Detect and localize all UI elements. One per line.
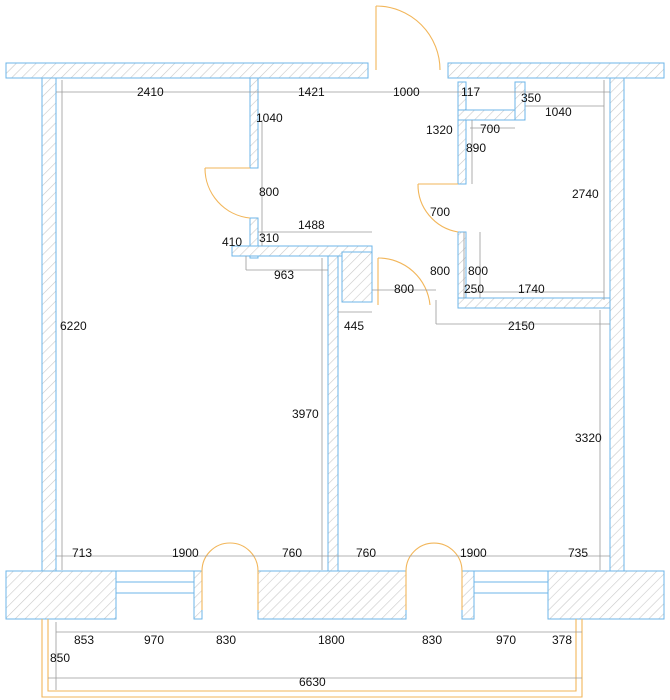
dim-label: 735 — [568, 546, 588, 560]
dim-label: 890 — [466, 141, 486, 155]
bottom-wall-2 — [193, 570, 203, 620]
right-wall — [609, 77, 625, 572]
closet-box — [341, 251, 373, 303]
dim-label: 700 — [430, 205, 450, 219]
doors — [201, 5, 463, 610]
dim-label: 1740 — [518, 282, 545, 296]
dim-label: 853 — [74, 633, 94, 647]
dim-label: 713 — [72, 546, 92, 560]
partition-hall-top — [249, 77, 259, 169]
bath-divider — [457, 109, 521, 121]
dim-label: 117 — [461, 85, 480, 99]
dim-label: 2150 — [508, 319, 535, 333]
dim-label: 800 — [394, 282, 414, 296]
dim-label: 800 — [259, 185, 279, 199]
dim-label: 850 — [50, 651, 70, 665]
balcony-door-right — [405, 542, 463, 572]
partition-center-vertical — [327, 255, 339, 572]
hall-door-swing — [204, 167, 251, 219]
dim-label: 378 — [552, 633, 572, 647]
dim-label: 1000 — [393, 85, 420, 99]
bottom-wall-3 — [257, 570, 407, 620]
dim-label: 700 — [480, 122, 500, 136]
dimension-labels: 2410 1421 1000 117 350 1040 700 1040 132… — [50, 85, 602, 689]
bath-small-box — [514, 81, 526, 121]
dimension-lines — [48, 80, 610, 690]
dim-label: 1900 — [172, 546, 199, 560]
dim-label: 800 — [430, 264, 450, 278]
dim-label: 760 — [282, 546, 302, 560]
dim-label: 3970 — [292, 407, 319, 421]
dim-label: 6630 — [299, 675, 326, 689]
dim-label: 310 — [259, 231, 279, 245]
bottom-wall-4 — [461, 570, 475, 620]
dim-label: 830 — [422, 633, 442, 647]
dim-label: 6220 — [60, 319, 87, 333]
partition-hall-horizontal — [231, 245, 373, 257]
dim-label: 1040 — [545, 105, 572, 119]
room-door-swing — [377, 257, 431, 306]
windows — [115, 570, 549, 594]
dim-label: 410 — [222, 235, 242, 249]
top-wall-right — [447, 62, 665, 79]
dim-label: 2410 — [137, 85, 164, 99]
balcony — [41, 619, 583, 698]
dim-label: 760 — [356, 546, 376, 560]
bottom-wall-5 — [547, 570, 665, 620]
partitions — [231, 77, 611, 572]
dim-label: 1488 — [298, 218, 325, 232]
entrance-door-swing — [375, 5, 441, 71]
bath-door-swing — [417, 183, 459, 233]
dim-label: 2740 — [572, 187, 599, 201]
partition-hall-mid — [249, 217, 259, 259]
dim-label: 3320 — [575, 431, 602, 445]
dim-label: 970 — [496, 633, 516, 647]
dim-label: 830 — [216, 633, 236, 647]
exterior-walls — [5, 62, 665, 620]
dim-label: 963 — [274, 268, 294, 282]
dim-label: 250 — [464, 282, 484, 296]
left-wall — [41, 77, 57, 572]
bath-wall-left-top — [457, 81, 467, 185]
bottom-wall-1 — [5, 570, 117, 620]
dim-label: 1800 — [318, 633, 345, 647]
dim-label: 445 — [344, 319, 364, 333]
dim-label: 350 — [521, 91, 541, 105]
dim-label: 1320 — [426, 123, 453, 137]
dim-label: 1040 — [256, 111, 283, 125]
top-wall-left — [5, 62, 369, 79]
balcony-door-left — [201, 542, 259, 572]
dim-label: 800 — [468, 264, 488, 278]
dim-label: 970 — [144, 633, 164, 647]
dim-label: 1900 — [460, 546, 487, 560]
bath-wall-bottom — [457, 297, 611, 309]
dim-label: 1421 — [298, 85, 325, 99]
